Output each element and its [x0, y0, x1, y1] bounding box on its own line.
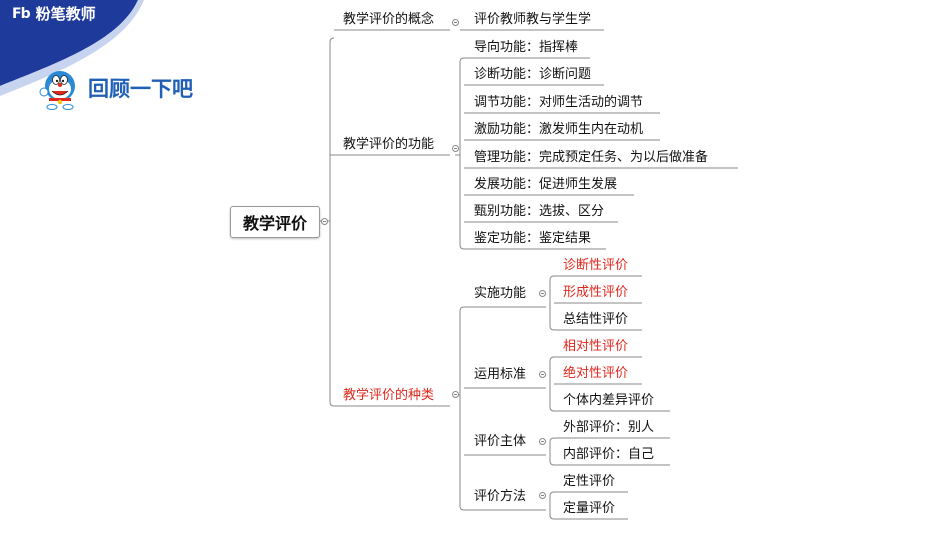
node-function-item[interactable]: 管理功能：完成预定任务、为以后做准备	[474, 150, 709, 165]
fb-logo-icon: Fb	[12, 5, 31, 22]
node-concept[interactable]: 教学评价的概念	[343, 12, 435, 27]
brand-name: 粉笔教师	[35, 5, 96, 23]
collapse-toggle-types[interactable]	[452, 391, 459, 398]
node-function-item[interactable]: 诊断功能：诊断问题	[474, 67, 592, 82]
node-type-group[interactable]: 评价方法	[474, 489, 527, 504]
node-function-item[interactable]: 甄别功能：选拔、区分	[474, 204, 605, 219]
node-function-item[interactable]: 鉴定功能：鉴定结果	[474, 231, 592, 246]
node-type-leaf[interactable]: 个体内差异评价	[563, 393, 655, 408]
doraemon-mascot-icon	[39, 71, 75, 110]
node-type-leaf[interactable]: 定量评价	[563, 501, 616, 516]
node-type-leaf[interactable]: 诊断性评价	[563, 258, 629, 273]
node-type-leaf[interactable]: 总结性评价	[563, 312, 629, 327]
node-functions[interactable]: 教学评价的功能	[343, 137, 435, 152]
node-type-leaf[interactable]: 形成性评价	[563, 285, 629, 300]
review-heading: 回顾一下吧	[38, 66, 193, 110]
review-title: 回顾一下吧	[88, 77, 193, 101]
brand-logo: Fb 粉笔教师	[12, 3, 96, 24]
node-function-item[interactable]: 调节功能：对师生活动的调节	[474, 95, 644, 110]
collapse-toggle-group-3[interactable]	[539, 438, 546, 445]
node-type-leaf[interactable]: 相对性评价	[563, 339, 629, 354]
mindmap-root[interactable]: 教学评价	[230, 206, 320, 238]
collapse-toggle-group-4[interactable]	[539, 492, 546, 499]
node-concept-definition[interactable]: 评价教师教与学生学	[474, 12, 592, 27]
node-function-item[interactable]: 发展功能：促进师生发展	[474, 177, 618, 192]
collapse-toggle-group-2[interactable]	[539, 371, 546, 378]
node-function-item[interactable]: 激励功能：激发师生内在动机	[474, 122, 644, 137]
node-type-group[interactable]: 评价主体	[474, 434, 527, 449]
node-type-leaf[interactable]: 绝对性评价	[563, 366, 629, 381]
collapse-toggle-concept[interactable]	[452, 19, 459, 26]
collapse-toggle-root[interactable]	[321, 218, 328, 225]
node-type-group[interactable]: 运用标准	[474, 367, 527, 382]
node-type-leaf[interactable]: 定性评价	[563, 474, 616, 489]
node-type-leaf[interactable]: 外部评价：别人	[563, 420, 655, 435]
node-function-item[interactable]: 导向功能：指挥棒	[474, 40, 579, 55]
node-type-group[interactable]: 实施功能	[474, 286, 527, 301]
node-types[interactable]: 教学评价的种类	[343, 388, 435, 403]
collapse-toggle-group-1[interactable]	[539, 290, 546, 297]
node-type-leaf[interactable]: 内部评价：自己	[563, 447, 655, 462]
collapse-toggle-functions[interactable]	[452, 145, 459, 152]
